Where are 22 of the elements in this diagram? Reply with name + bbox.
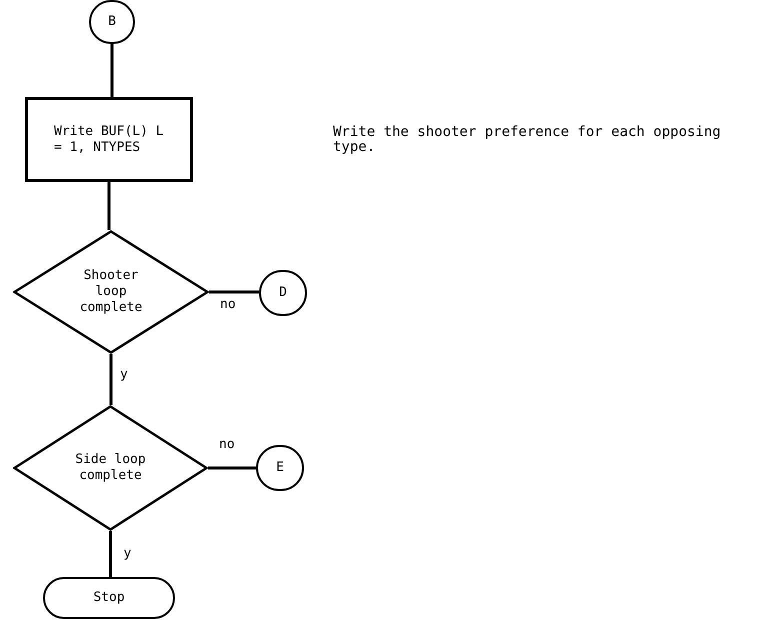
connector-line [209, 290, 259, 294]
decision-diamond [13, 230, 209, 354]
process-box [25, 97, 193, 182]
connector-line [109, 531, 112, 577]
node-text: Side loop complete [74, 452, 147, 484]
terminal-box [43, 577, 175, 619]
node-text: Write BUF(L) L = 1, NTYPES [54, 124, 164, 156]
edge-label: no [219, 298, 237, 311]
node-text: Stop [93, 590, 125, 606]
node-text: Shooter loop complete [78, 268, 144, 316]
decision-diamond [13, 405, 208, 531]
edge-label: y [122, 547, 132, 560]
connector-line [110, 354, 112, 405]
connector-line [208, 466, 256, 470]
connector-line [110, 44, 114, 97]
edge-label: no [218, 438, 236, 451]
node-text: E [276, 460, 284, 476]
edge-label: y [119, 368, 129, 381]
node-text: D [279, 285, 287, 301]
note-text: Write the shooter preference for each opposing type. [333, 125, 722, 155]
node-text: B [108, 14, 116, 30]
connector-line [108, 182, 110, 230]
